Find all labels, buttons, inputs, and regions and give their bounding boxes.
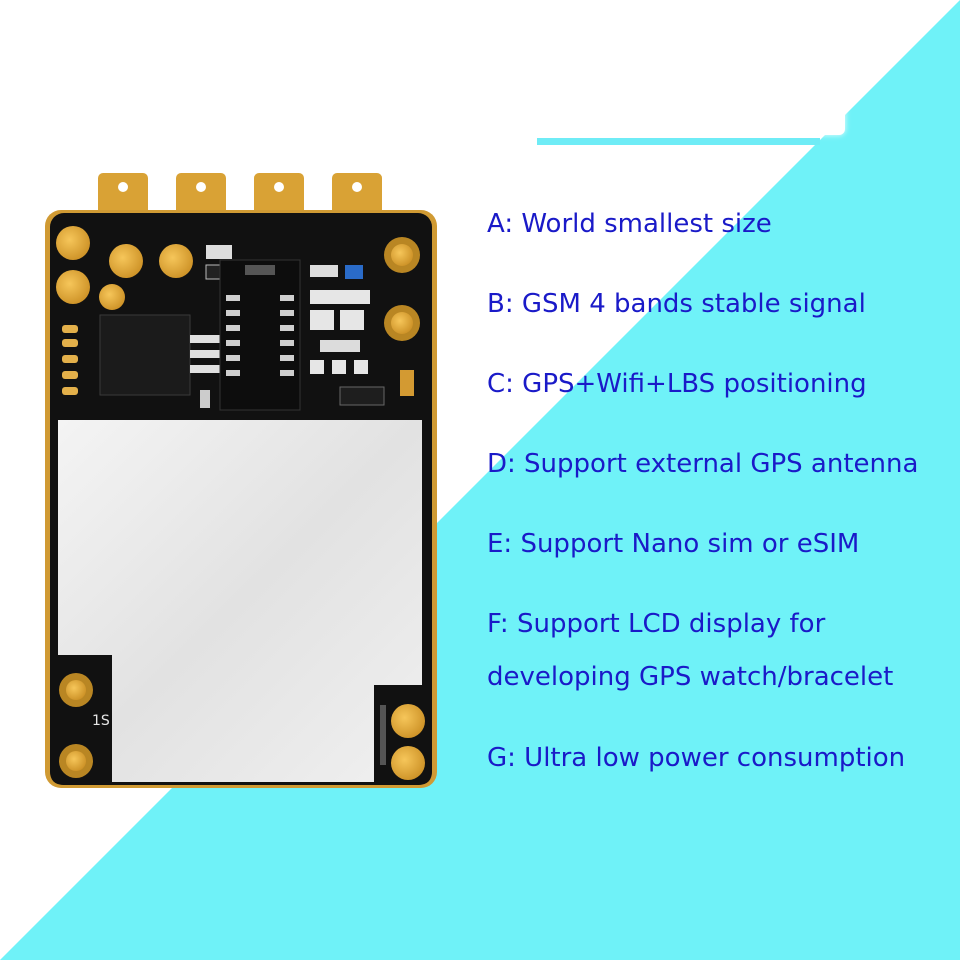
- banner-underline: [537, 138, 820, 145]
- title-banner: [520, 40, 845, 135]
- gps-module-board: 1S: [45, 173, 437, 788]
- shield-can: [58, 420, 422, 782]
- silk-label: 1S: [92, 713, 110, 729]
- feature-b: B: GSM 4 bands stable signal: [487, 289, 866, 319]
- feature-g: G: Ultra low power consumption: [487, 743, 906, 773]
- feature-a: A: World smallest size: [487, 209, 772, 239]
- feature-f-line1: F: Support LCD display for: [487, 609, 826, 639]
- feature-c: C: GPS+Wifi+LBS positioning: [487, 369, 867, 399]
- feature-e: E: Support Nano sim or eSIM: [487, 529, 860, 559]
- feature-f-line2: developing GPS watch/bracelet: [487, 662, 894, 692]
- feature-list: A: World smallest size B: GSM 4 bands st…: [487, 0, 957, 960]
- component-area: [56, 226, 420, 411]
- feature-d: D: Support external GPS antenna: [487, 449, 919, 479]
